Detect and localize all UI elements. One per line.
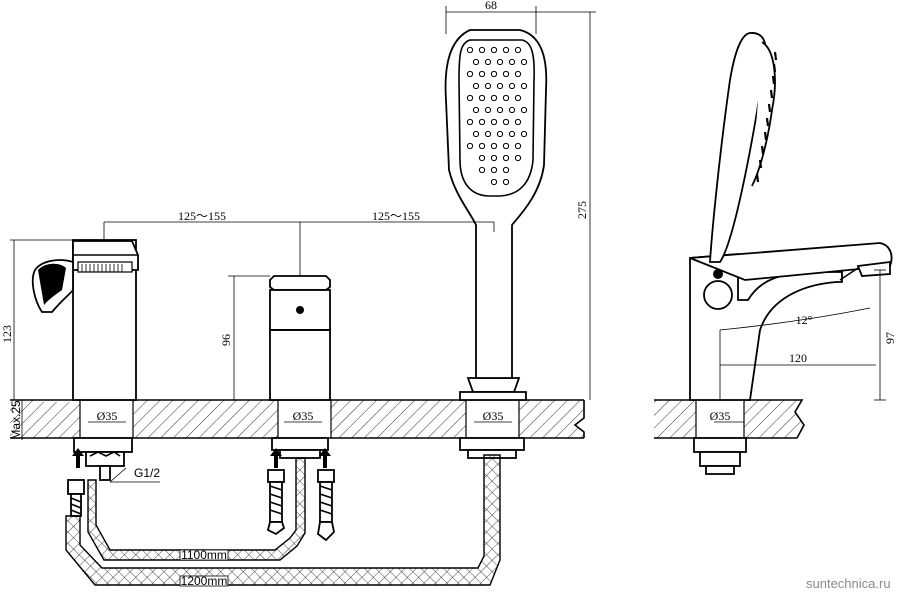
nozzle-dot — [466, 70, 474, 78]
nozzle-dot — [490, 70, 498, 78]
nozzle-dot — [466, 142, 474, 150]
nozzle-dot — [502, 142, 510, 150]
nozzle-dot — [496, 106, 504, 114]
spray-nozzles — [466, 46, 528, 186]
nozzle-dot — [502, 166, 510, 174]
nozzle-dot — [496, 58, 504, 66]
nozzle-dot — [520, 130, 528, 138]
nozzle-dot — [490, 94, 498, 102]
nozzle-dot — [490, 142, 498, 150]
nozzle-dot — [502, 94, 510, 102]
dim-shower-width: 68 — [485, 0, 497, 12]
nozzle-dot — [508, 106, 516, 114]
dim-spacing-left: 125～155 — [178, 209, 226, 223]
dim-shower-height: 275 — [575, 201, 589, 219]
nozzle-dot — [508, 130, 516, 138]
nozzle-dot — [466, 118, 474, 126]
nozzle-dot — [478, 118, 486, 126]
deck-section — [10, 399, 585, 439]
nozzle-dot — [514, 154, 522, 162]
nozzle-dot — [502, 46, 510, 54]
nozzle-dot — [508, 82, 516, 90]
dim-max-deck: Max.25 — [9, 400, 23, 440]
nozzle-dot — [466, 94, 474, 102]
nozzle-dot — [478, 166, 486, 174]
shower-hose — [65, 454, 501, 587]
supply-arrows — [72, 448, 331, 468]
nozzle-dot — [496, 130, 504, 138]
nozzle-dot — [496, 82, 504, 90]
mixer-lever — [31, 259, 74, 313]
under-deck-connections — [73, 437, 525, 481]
dim-diameter-3: Ø35 — [483, 409, 504, 423]
dim-spacing-right: 125～155 — [372, 209, 420, 223]
nozzle-dot — [514, 70, 522, 78]
dim-diameter-1: Ø35 — [97, 409, 118, 423]
watermark: suntechnica.ru — [806, 576, 891, 591]
dimension-lines — [10, 6, 596, 483]
nozzle-dot — [478, 94, 486, 102]
nozzle-dot — [490, 178, 498, 186]
nozzle-dot — [520, 58, 528, 66]
nozzle-dot — [514, 142, 522, 150]
nozzle-dot — [514, 118, 522, 126]
nozzle-dot — [514, 46, 522, 54]
nozzle-dot — [508, 58, 516, 66]
dim-diameter-side: Ø35 — [710, 409, 731, 423]
nozzle-dot — [478, 70, 486, 78]
hose-long-label: 1200mm — [181, 574, 228, 588]
nozzle-dot — [502, 70, 510, 78]
diverter-body — [269, 275, 331, 401]
nozzle-dot — [466, 46, 474, 54]
dim-reach: 120 — [789, 351, 807, 365]
thread-label: G1/2 — [134, 466, 160, 480]
nozzle-dot — [490, 154, 498, 162]
dim-diverter-height: 96 — [219, 334, 233, 346]
dim-mixer-height: 123 — [0, 325, 14, 343]
mixer-body — [72, 239, 139, 401]
nozzle-dot — [490, 166, 498, 174]
nozzle-dot — [502, 118, 510, 126]
nozzle-dot — [520, 106, 528, 114]
nozzle-dot — [520, 82, 528, 90]
nozzle-dot — [490, 118, 498, 126]
nozzle-dot — [484, 58, 492, 66]
nozzle-dot — [484, 130, 492, 138]
dim-angle: 12° — [796, 313, 813, 327]
nozzle-dot — [472, 130, 480, 138]
nozzle-dot — [478, 46, 486, 54]
nozzle-dot — [490, 46, 498, 54]
hose-short-label: 1100mm — [181, 548, 227, 562]
nozzle-dot — [478, 154, 486, 162]
nozzle-dot — [478, 142, 486, 150]
nozzle-dot — [502, 178, 510, 186]
side-view — [654, 32, 893, 475]
nozzle-dot — [472, 58, 480, 66]
nozzle-dot — [514, 94, 522, 102]
hand-shower — [444, 29, 548, 401]
supply-fittings — [67, 469, 335, 542]
nozzle-dot — [472, 82, 480, 90]
dim-diameter-2: Ø35 — [293, 409, 314, 423]
nozzle-dot — [484, 82, 492, 90]
nozzle-dot — [484, 106, 492, 114]
nozzle-dot — [472, 106, 480, 114]
nozzle-dot — [502, 154, 510, 162]
dim-side-height: 97 — [883, 332, 897, 344]
